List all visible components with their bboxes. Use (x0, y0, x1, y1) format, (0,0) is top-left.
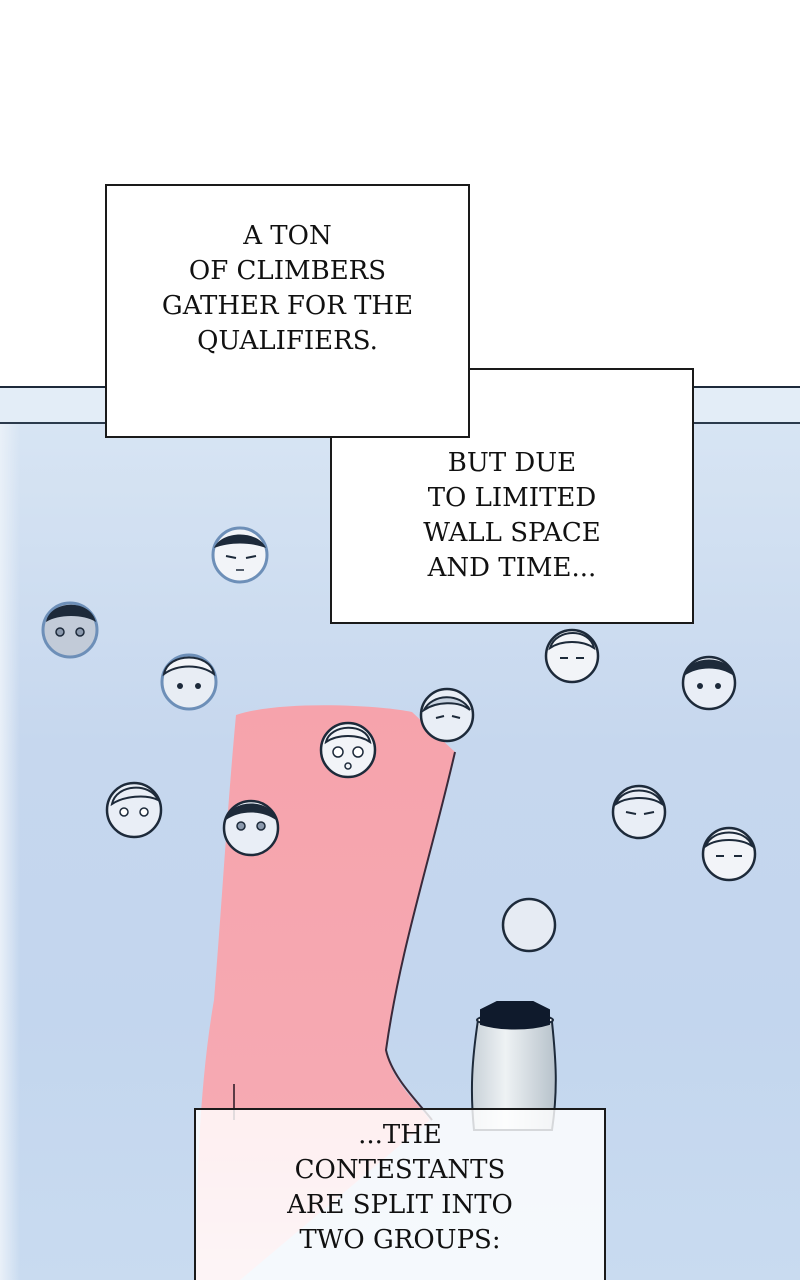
hold-face-low-left (105, 781, 163, 839)
caption-box-climbers-gather: A TON OF CLIMBERS GATHER FOR THE QUALIFI… (105, 184, 470, 438)
hold-face-topleft (211, 526, 269, 584)
hold-face-right-1 (544, 628, 600, 684)
pink-volume-edge (384, 751, 456, 1121)
hold-face-right-2 (681, 655, 737, 711)
hold-face-left (41, 601, 99, 659)
hold-face-pink-2 (222, 799, 280, 857)
caption-box-split-groups: ...THE CONTESTANTS ARE SPLIT INTO TWO GR… (194, 1108, 606, 1280)
hold-face-right-3 (611, 784, 667, 840)
hold-face-mid-left (160, 653, 218, 711)
hold-face-center (419, 687, 475, 743)
hold-face-pink-1 (319, 721, 377, 779)
plain-hold (501, 897, 557, 953)
chalk-bottle (470, 1001, 557, 1131)
wall-shading (0, 424, 20, 1280)
hold-face-right-4 (701, 826, 757, 882)
